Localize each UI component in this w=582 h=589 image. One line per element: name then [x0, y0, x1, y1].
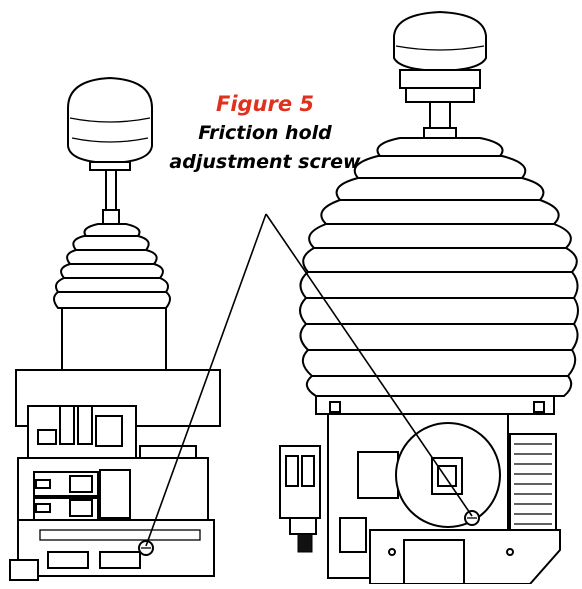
left-knob: [67, 76, 153, 165]
left-joystick: [9, 76, 221, 581]
caption-line-2: adjustment screw: [169, 151, 361, 173]
right-joystick: [279, 10, 579, 585]
leader-lines: [145, 213, 473, 547]
right-boot: [299, 137, 579, 397]
right-knob: [393, 10, 487, 73]
leader-line-left: [145, 213, 267, 547]
left-boot: [53, 223, 171, 309]
left-shaft: [105, 169, 117, 215]
caption-line-1: Friction hold: [198, 122, 332, 144]
leader-line-right: [265, 213, 473, 517]
right-top-plate: [315, 395, 555, 415]
figure-caption: Figure 5 Friction hold adjustment screw: [150, 90, 380, 177]
right-shaft: [429, 101, 451, 131]
left-collar: [61, 307, 167, 373]
figure-label: Figure 5: [215, 92, 315, 116]
